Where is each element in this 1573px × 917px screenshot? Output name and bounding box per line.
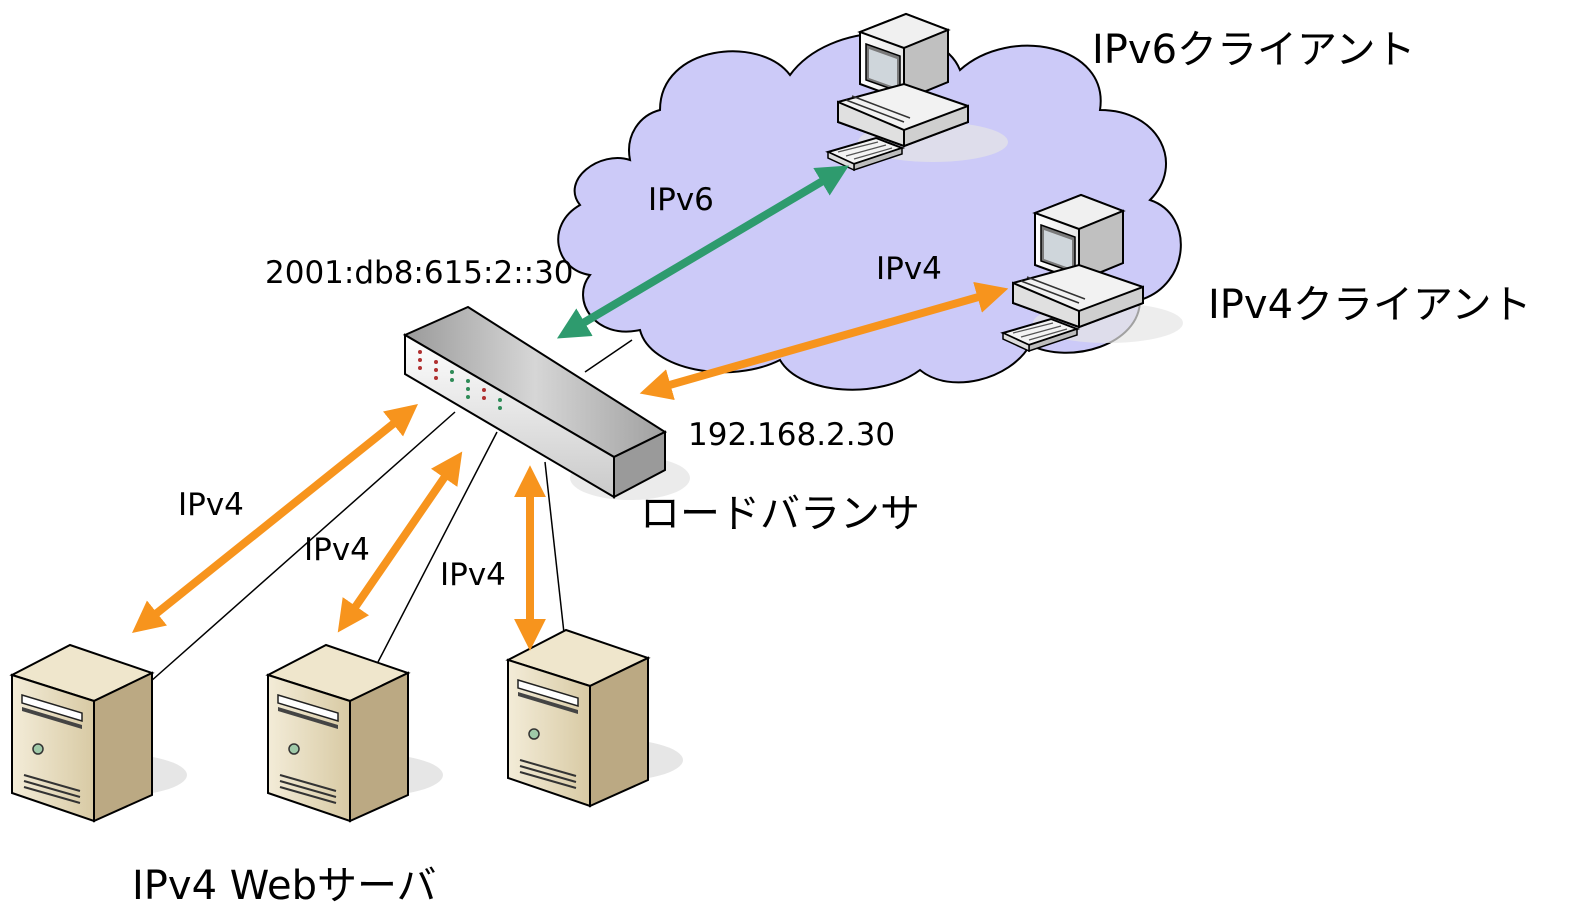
ipv6-client-label: IPv6クライアント [1092, 27, 1416, 73]
ipv4-client-link-arrow [639, 281, 1009, 401]
ipv6-link-arrow [556, 165, 850, 339]
web-server-1-icon [11, 644, 188, 822]
ipv4-server2-link-arrow [337, 451, 463, 633]
ipv4-server1-link-arrow [132, 403, 418, 634]
ipv4-client-label: IPv4クライアント [1208, 282, 1532, 328]
web-servers-label: IPv4 Webサーバ [132, 863, 437, 909]
ipv4-server3-link-label: IPv4 [440, 557, 506, 593]
ipv4-address-label: 192.168.2.30 [688, 417, 896, 453]
ipv6-link-label: IPv6 [648, 182, 714, 218]
load-balancer-appliance-icon [402, 305, 690, 500]
ipv4-server1-link-label: IPv4 [178, 487, 244, 523]
ipv4-server2-link-label: IPv4 [304, 532, 370, 568]
web-server-2-icon [267, 644, 444, 822]
ipv4-client-link-label: IPv4 [876, 251, 942, 287]
web-server-3-icon [507, 629, 684, 807]
load-balancer-label: ロードバランサ [640, 491, 920, 537]
ipv6-address-label: 2001:db8:615:2::30 [265, 255, 574, 291]
